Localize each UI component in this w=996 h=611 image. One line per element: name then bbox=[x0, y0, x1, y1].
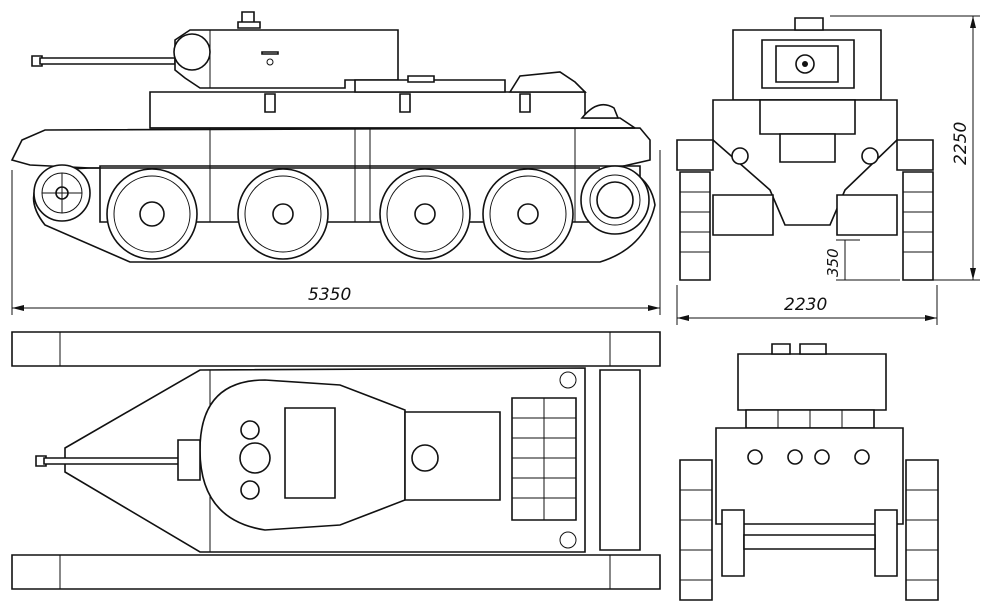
road-wheel bbox=[107, 169, 197, 259]
track-front-left bbox=[680, 172, 710, 280]
hull-upper bbox=[150, 72, 635, 128]
width-dimension: 2230 bbox=[677, 285, 937, 325]
idler-wheel bbox=[34, 165, 90, 221]
track-rear-right bbox=[906, 460, 938, 600]
rear-details-top bbox=[560, 370, 640, 550]
engine-deck bbox=[405, 398, 576, 520]
length-dimension: 5350 bbox=[12, 150, 660, 315]
clearance-label: 350 bbox=[824, 248, 842, 277]
length-label: 5350 bbox=[308, 285, 351, 305]
top-view bbox=[12, 332, 660, 589]
gun-top bbox=[36, 440, 200, 480]
turret-rear bbox=[738, 344, 886, 428]
gun-barrel bbox=[32, 56, 175, 66]
road-wheel bbox=[238, 169, 328, 259]
road-wheel bbox=[483, 169, 573, 259]
drive-sprocket bbox=[581, 166, 649, 234]
clearance-dimension: 350 bbox=[824, 240, 900, 280]
side-view bbox=[12, 12, 655, 262]
turret-top bbox=[200, 380, 405, 530]
track-rear-left bbox=[680, 460, 712, 600]
road-wheels bbox=[107, 169, 573, 259]
road-wheel bbox=[380, 169, 470, 259]
front-view bbox=[677, 18, 933, 280]
tracks-top bbox=[12, 332, 660, 589]
height-label: 2250 bbox=[951, 122, 971, 165]
fender-front bbox=[677, 140, 933, 235]
height-dimension: 2250 bbox=[830, 16, 980, 280]
turret-front bbox=[733, 18, 881, 100]
hull-rear bbox=[716, 428, 903, 524]
turret bbox=[174, 12, 398, 88]
rear-view bbox=[680, 344, 938, 600]
axle-rear bbox=[722, 510, 897, 576]
track-front-right bbox=[903, 172, 933, 280]
hull-front bbox=[713, 100, 897, 225]
width-label: 2230 bbox=[784, 295, 827, 315]
